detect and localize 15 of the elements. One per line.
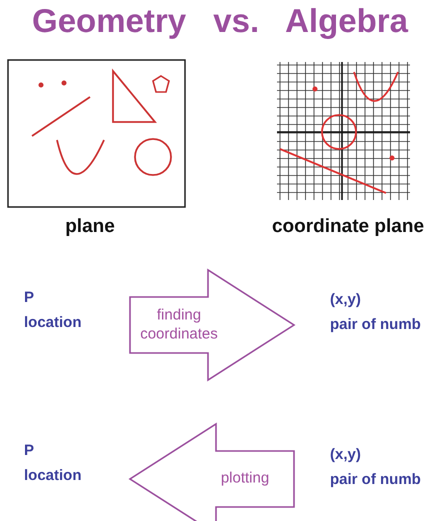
node-text: location — [24, 315, 83, 330]
node-text: location — [24, 468, 83, 483]
caption: coordinate plane — [270, 216, 426, 238]
node-text: (x,y) — [330, 292, 362, 307]
block-arrow — [129, 268, 296, 382]
edge-label: finding coordinates — [139, 306, 219, 344]
title: Geometry vs. Algebra — [31, 2, 410, 40]
node-text: (x,y) — [330, 447, 362, 462]
node-text: pair of numb — [330, 472, 422, 487]
node-text: P — [24, 290, 36, 305]
node-text: P — [24, 443, 36, 458]
edge-label: plotting — [220, 470, 270, 488]
caption: plane — [64, 216, 116, 238]
block-arrow — [128, 422, 295, 521]
node-text: pair of numb — [330, 317, 422, 332]
